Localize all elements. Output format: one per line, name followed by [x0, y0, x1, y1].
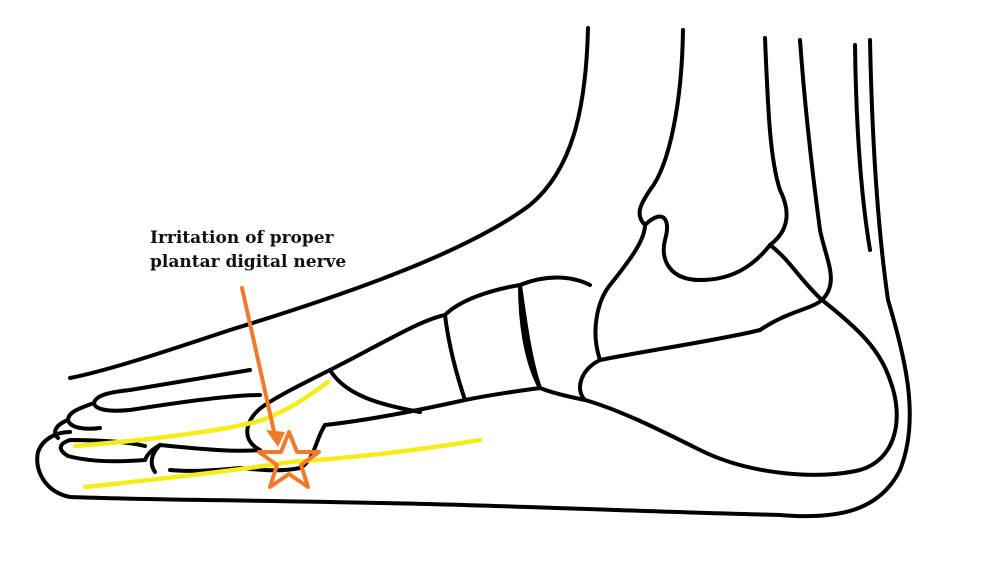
metatarsal-bone	[263, 313, 447, 407]
toe-joint	[143, 443, 162, 462]
fibula-bone	[798, 38, 833, 302]
tibia-bone-inner	[763, 36, 789, 247]
fibula-shaft	[853, 43, 872, 252]
annotation-line-2: plantar digital nerve	[150, 252, 347, 272]
proximal-phalanx-bone	[149, 403, 267, 474]
leg-back-outline	[778, 38, 912, 519]
midfoot-line	[328, 368, 422, 414]
toe-outline	[92, 368, 252, 413]
toe-outline-3	[53, 418, 70, 440]
metatarsal-bone-lower	[323, 398, 467, 427]
nerve-line-upper	[72, 379, 331, 449]
navicular-bone	[593, 223, 647, 362]
annotation-line-1: Irritation of proper	[150, 228, 334, 248]
tibia-bone	[637, 28, 685, 227]
calcaneus-bone	[578, 298, 899, 477]
cuneiform-bone-2	[443, 283, 542, 402]
sole-outline	[35, 430, 782, 517]
nerve-annotation-label: Irritation of proper plantar digital ner…	[150, 226, 410, 274]
arrow-down-icon	[240, 286, 285, 447]
nerve-line-lower	[82, 437, 483, 490]
leg-front-outline	[68, 26, 590, 380]
talus-bone	[643, 214, 824, 332]
toe-outline-4	[128, 393, 262, 412]
star-icon	[257, 430, 321, 489]
